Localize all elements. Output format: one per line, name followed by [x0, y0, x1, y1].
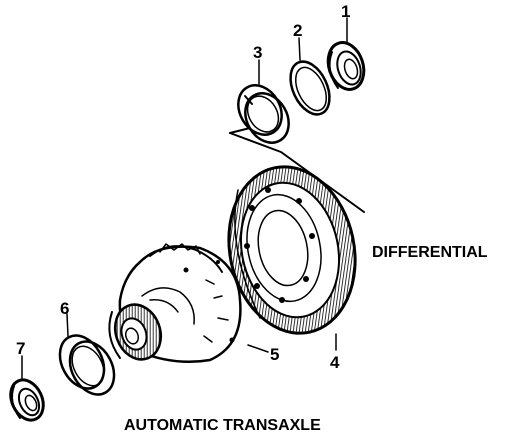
part-2-shim [289, 60, 331, 116]
leader-lines [21, 17, 348, 379]
callout-5: 5 [270, 345, 279, 364]
part-1-oil-seal [326, 41, 366, 91]
leader-bracket-upper [229, 127, 365, 213]
part-6-bearing-race [58, 334, 116, 396]
callout-3: 3 [253, 43, 262, 62]
label-differential: DIFFERENTIAL [372, 244, 488, 261]
label-automatic-transaxle: AUTOMATIC TRANSAXLE [124, 417, 321, 434]
part-7-oil-seal [9, 378, 45, 422]
part-4-ring-gear [227, 165, 357, 335]
callout-1: 1 [341, 2, 350, 21]
part-5-differential-case [108, 243, 242, 364]
callout-2: 2 [293, 21, 302, 40]
callout-7: 7 [16, 339, 25, 358]
callout-6: 6 [60, 299, 69, 318]
part-3-bearing-race [237, 84, 290, 144]
callout-4: 4 [330, 353, 340, 372]
